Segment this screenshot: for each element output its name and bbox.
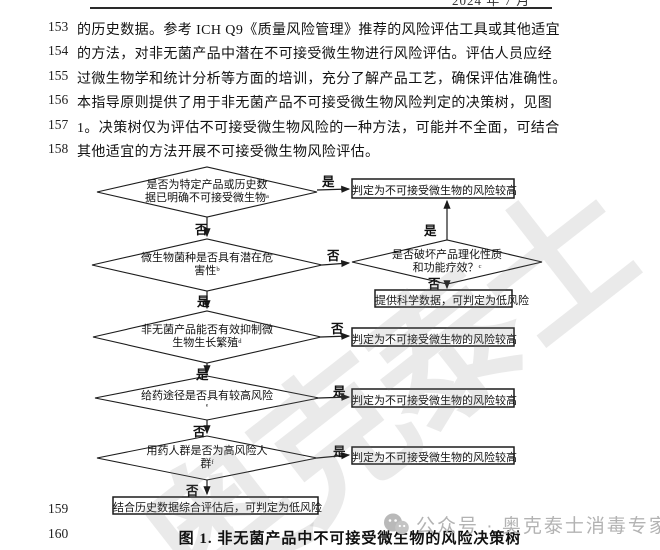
paragraph-line: 153 的历史数据。参考 ICH Q9《质量风险管理》推荐的风险评估工具或其他适… [0,19,660,41]
paragraph-line: 158 其他适宜的方法开展不可接受微生物风险评估。 [0,141,660,163]
branch-yes-label: 是 [424,224,437,238]
paragraph-line: 155 过微生物学和统计分析等方面的培训，充分了解产品工艺，确保评估准确性。 [0,68,660,90]
line-text: 的历史数据。参考 ICH Q9《质量风险管理》推荐的风险评估工具或其他适宜 [77,23,561,38]
page-date-header: 2024 年 7 月 [452,0,531,8]
result-box-high-1 [351,178,515,199]
branch-no-label: 否 [428,277,441,291]
decision-3-label: 非无菌产品能否有效抑制微生物生长繁殖ᵈ [141,324,273,349]
publisher-name: 公众号 · 奥克泰士消毒专家 [416,516,660,537]
branch-yes-label: 是 [333,385,346,399]
line-text: 其他适宜的方法开展不可接受微生物风险评估。 [77,145,380,160]
branch-no-label: 否 [195,223,208,237]
figure-caption: 图 1. 非无菌产品中不可接受微生物的风险决策树 [178,531,522,547]
result-high-label: 判定为不可接受微生物的风险较高 [352,185,517,197]
branch-yes-label: 是 [196,368,209,382]
result-box-final [112,496,319,515]
wechat-icon [383,513,410,536]
line-number: 154 [48,43,69,58]
branch-no-label: 否 [186,484,199,498]
paragraph-line: 157 1。决策树仅为评估不可接受微生物风险的一种方法，可能并不全面，可结合 [0,117,660,139]
line-number: 160 [48,526,69,541]
publisher-watermark: 公众号 · 奥克泰士消毒专家 [383,511,660,538]
result-box-science [374,289,513,308]
branch-no-label: 否 [193,425,206,439]
paragraph-line: 154 的方法，对非无菌产品中潜在不可接受微生物进行风险评估。评估人员应经 [0,43,660,65]
branch-no-label: 否 [331,322,344,336]
line-text: 的方法，对非无菌产品中潜在不可接受微生物进行风险评估。评估人员应经 [77,47,553,62]
line-number: 158 [48,141,69,156]
result-high-label: 判定为不可接受微生物的风险较高 [352,334,517,346]
result-final-label: 结合历史数据综合评估后，可判定为低风险 [113,502,322,514]
decision-1-label: 是否为特定产品或历史数据已明确不可接受微生物ᵃ [144,179,269,204]
branch-yes-label: 是 [197,295,210,309]
line-number: 156 [48,92,69,107]
line-number: 159 [48,501,69,516]
branch-yes-label: 是 [333,445,346,459]
line-number: 153 [48,19,69,34]
result-high-label: 判定为不可接受微生物的风险较高 [352,395,517,407]
arrow [316,452,351,460]
line-text: 1。决策树仅为评估不可接受微生物风险的一种方法，可能并不全面，可结合 [77,121,560,136]
decision-diamond-2r [351,239,543,285]
arrow [320,332,351,340]
decision-2-label: 微生物菌种是否具有潜在危害性ᵇ [141,252,273,277]
line-text: 过微生物学和统计分析等方面的培训，充分了解产品工艺，确保评估准确性。 [77,72,567,87]
result-high-label: 判定为不可接受微生物的风险较高 [352,452,517,464]
decision-5-label: 用药人群是否为高风险人群ᶠ [146,445,268,470]
line-number: 155 [48,68,69,83]
decision-2r-label: 是否破坏产品理化性质和功能疗效？ᶜ [392,249,502,274]
header-rule [90,7,552,9]
arrow [321,259,351,268]
result-box-high-3 [351,388,515,408]
result-box-high-2 [351,327,515,347]
result-box-high-4 [351,446,515,465]
branch-yes-label: 是 [322,175,335,189]
result-science-label: 提供科学数据，可判定为低风险 [375,295,529,307]
arrow [318,393,351,401]
paragraph-line: 156 本指导原则提供了用于非无菌产品不可接受微生物风险判定的决策树，见图 [0,92,660,114]
line-number: 157 [48,117,69,132]
line-text: 本指导原则提供了用于非无菌产品不可接受微生物风险判定的决策树，见图 [77,96,553,111]
arrow [316,185,351,193]
decision-diamond-1 [96,166,318,218]
branch-no-label: 否 [327,249,340,263]
